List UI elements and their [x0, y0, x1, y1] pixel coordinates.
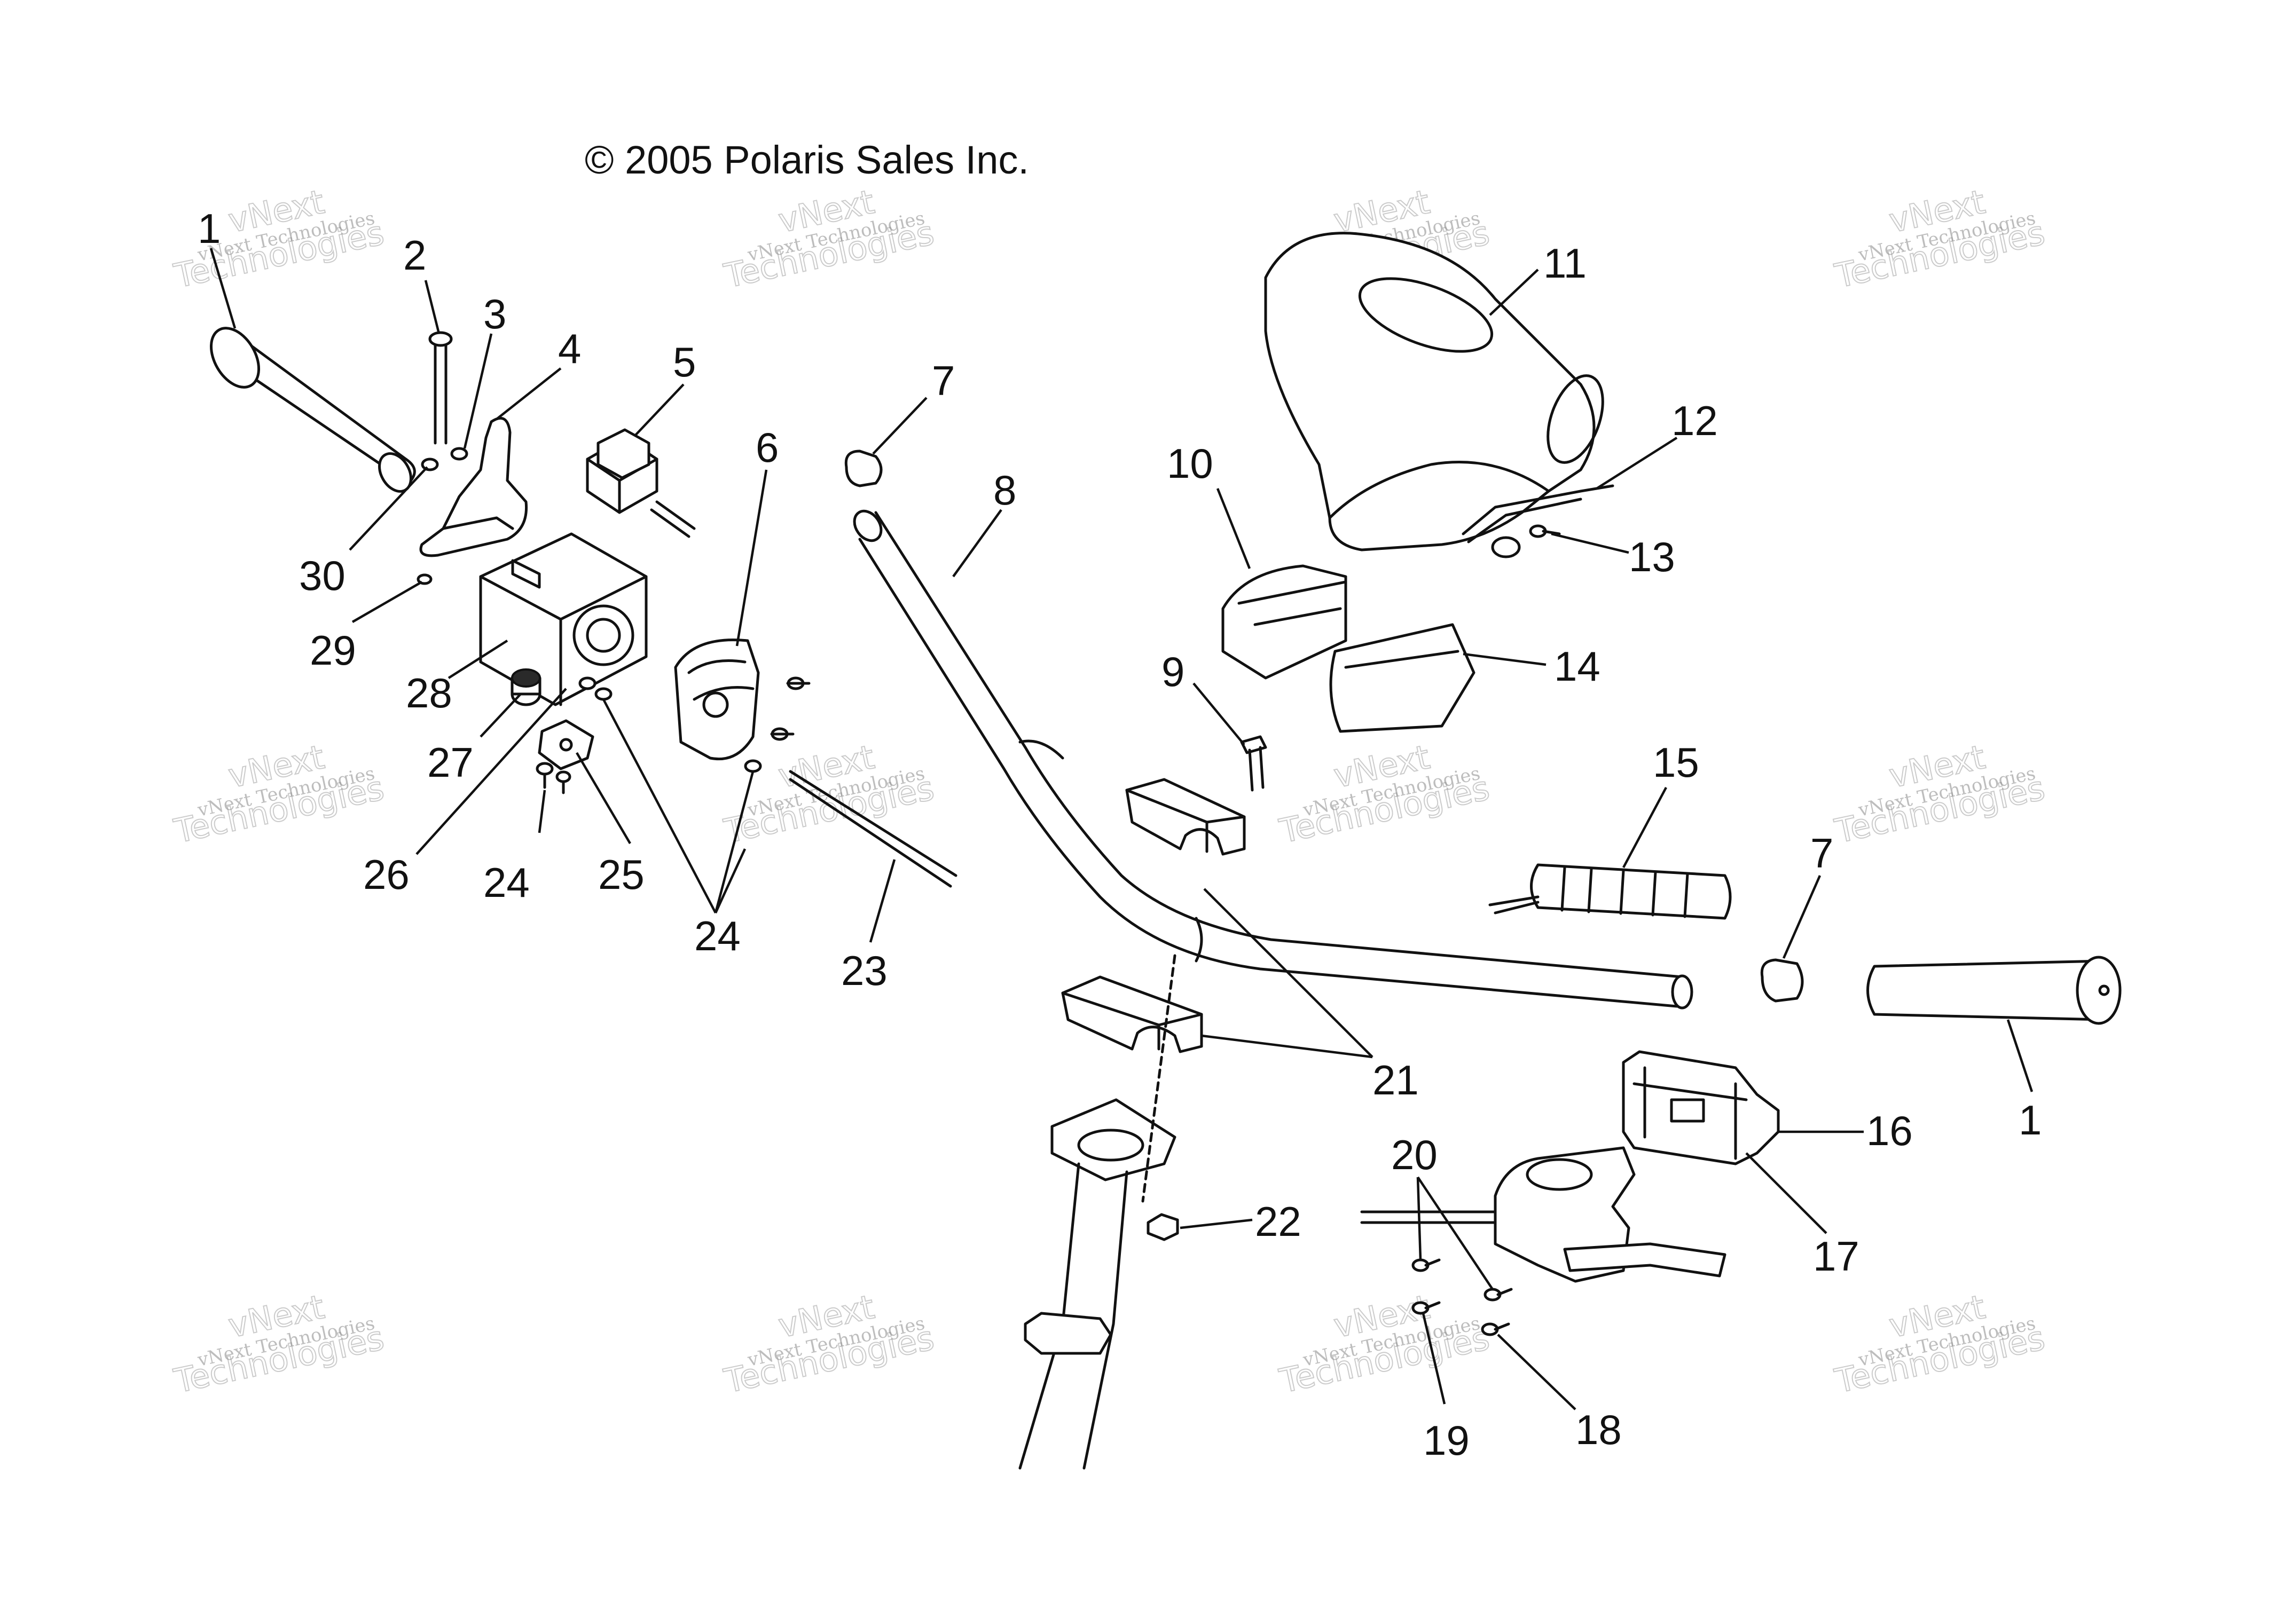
callout-10: 10: [1167, 440, 1213, 487]
callout-3: 3: [483, 290, 506, 337]
callout-11: 11: [1543, 240, 1587, 287]
callout-15: 15: [1653, 739, 1699, 786]
bar-clamp-lower: [1061, 975, 1203, 1053]
callout-24-left: 24: [483, 859, 530, 906]
callout-7-right: 7: [1810, 830, 1833, 877]
riser-cover-upper: [1221, 564, 1347, 680]
callout-30: 30: [299, 552, 346, 599]
copyright-notice: © 2005 Polaris Sales Inc.: [585, 138, 1029, 182]
plate-screws: [536, 762, 571, 794]
heated-grip: [1488, 863, 1732, 920]
callout-21: 21: [1372, 1057, 1419, 1103]
callout-27: 27: [427, 739, 474, 786]
steering-post: [1018, 954, 1176, 1470]
callout-8: 8: [993, 467, 1016, 514]
callout-24-right: 24: [694, 912, 741, 959]
throttle-cover: [674, 638, 760, 761]
callout-2: 2: [403, 232, 426, 279]
callout-26: 26: [363, 851, 410, 898]
lever-screws: [1411, 1258, 1513, 1336]
callout-9: 9: [1161, 648, 1184, 695]
callout-29: 29: [310, 627, 356, 674]
callout-1-left: 1: [198, 205, 221, 252]
throttle-housing: [479, 532, 648, 706]
bar-end-plug-right: [1760, 958, 1804, 1003]
callout-17: 17: [1813, 1233, 1859, 1280]
right-grip: [1866, 956, 2122, 1025]
bar-end-plug-top: [844, 450, 883, 487]
callout-1-right: 1: [2019, 1097, 2042, 1144]
washer-3: [450, 447, 468, 461]
brake-lever-assembly: [1360, 1146, 1726, 1283]
callout-23: 23: [841, 947, 888, 994]
handlebar: [853, 509, 1693, 1010]
pod-screw: [1529, 524, 1561, 538]
throttle-cable: [789, 770, 957, 888]
callout-labels: 1 2 3 4 5 6 7 8 9 10 11 12 13 14 15 7 16…: [198, 205, 2042, 1464]
left-grip: [209, 327, 416, 493]
callout-13: 13: [1629, 533, 1675, 580]
kill-switch: [586, 428, 696, 538]
clamp-bolt: [1240, 735, 1267, 792]
callout-19: 19: [1423, 1417, 1470, 1464]
callout-16: 16: [1866, 1107, 1913, 1154]
adjuster-knob: [511, 668, 541, 706]
throttle-screw: [428, 331, 453, 445]
callout-4: 4: [558, 325, 581, 372]
callout-7-top: 7: [932, 357, 955, 404]
throttle-lever: [419, 416, 528, 557]
brake-master-cylinder: [1622, 1050, 1780, 1165]
callout-6: 6: [756, 424, 779, 471]
callout-14: 14: [1554, 643, 1600, 690]
callout-18: 18: [1575, 1406, 1622, 1453]
riser-cover-lower: [1329, 623, 1475, 733]
cover-screws: [744, 676, 811, 773]
leader-lines: [209, 248, 2034, 1410]
callout-22: 22: [1255, 1198, 1301, 1245]
callout-20: 20: [1391, 1131, 1438, 1178]
callout-5: 5: [673, 338, 696, 385]
callout-25: 25: [598, 851, 645, 898]
screw-24a: [594, 687, 613, 701]
callout-12: 12: [1671, 397, 1718, 444]
cover-plate: [538, 719, 594, 770]
bar-clamp-upper: [1125, 778, 1246, 856]
post-nut: [1147, 1213, 1179, 1241]
callout-28: 28: [406, 669, 452, 716]
handlebar-pod: [1264, 232, 1604, 551]
nut-26: [578, 676, 596, 690]
